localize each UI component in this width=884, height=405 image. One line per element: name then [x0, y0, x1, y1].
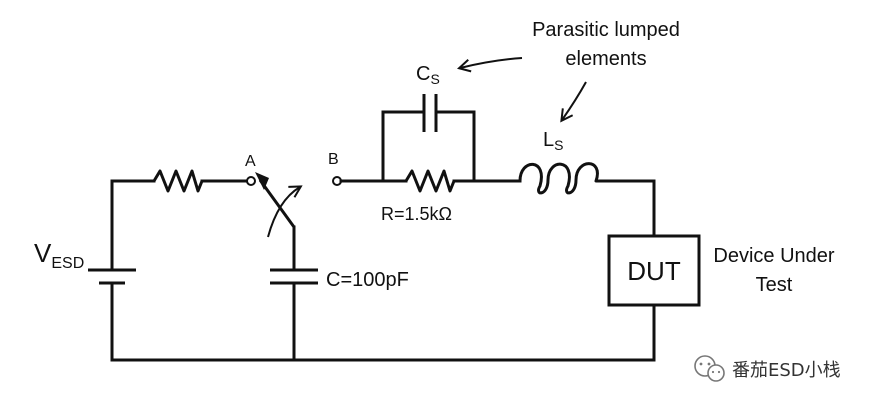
switch-blade: [255, 172, 300, 238]
switch-terminal-a: [246, 176, 256, 186]
parasitic-inductor-label: LS: [543, 129, 563, 153]
switch-motion-arrow: [267, 187, 300, 238]
esd-voltage-source: [88, 268, 136, 285]
storage-capacitor: [270, 225, 318, 362]
annotation-arrow-capacitor: [460, 57, 523, 68]
annotation-arrow-inductor: [562, 81, 587, 120]
parasitic-note-line1: Parasitic lumped: [532, 19, 680, 41]
wechat-icon: [694, 355, 725, 382]
parasitic-note-line2: elements: [565, 48, 646, 70]
left-wires: [110, 179, 656, 362]
resistor-label: R=1.5kΩ: [381, 204, 452, 224]
source-label: VESD: [34, 238, 84, 272]
charging-resistor: [152, 169, 204, 193]
parasitic-capacitor-label: CS: [416, 63, 440, 87]
parasitic-capacitor: [422, 94, 438, 132]
watermark: 番茄ESD小栈: [694, 355, 841, 382]
capacitor-label: C=100pF: [326, 269, 409, 291]
watermark-text: 番茄ESD小栈: [732, 360, 841, 381]
parasitic-inductor: [518, 162, 600, 195]
dut-description-line2: Test: [756, 274, 793, 296]
switch-label-a: A: [245, 153, 256, 170]
series-resistor: [404, 169, 456, 193]
dut-description-line1: Device Under: [713, 245, 835, 267]
dut-label: DUT: [627, 256, 681, 286]
right-wires: [339, 110, 656, 362]
switch-label-b: B: [328, 151, 339, 168]
dut-box: [607, 234, 701, 307]
